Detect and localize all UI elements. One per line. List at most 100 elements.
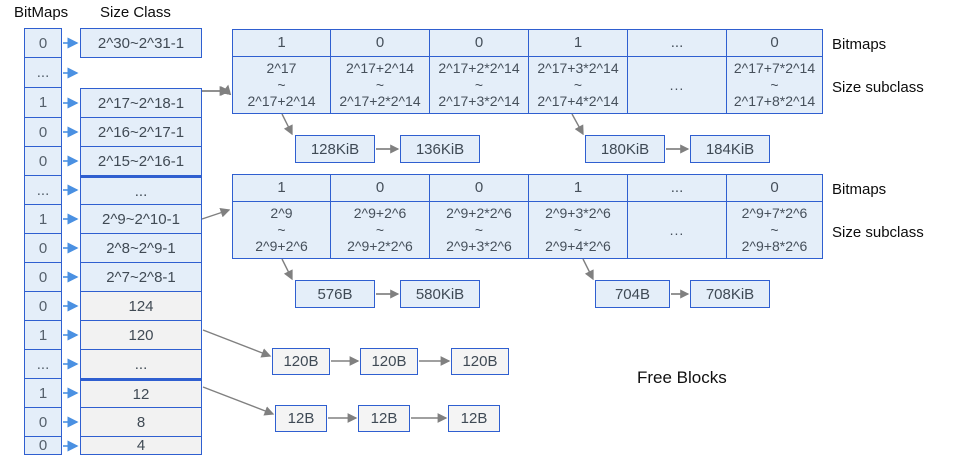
label-subclass-top: Size subclass bbox=[832, 79, 924, 96]
subclass-from: 2^17+7*2^14 bbox=[733, 60, 816, 77]
subclass-from: 2^9 bbox=[270, 205, 293, 222]
free-block-580kib[interactable]: 580KiB bbox=[400, 280, 480, 308]
bitmap-cell-0[interactable]: 0 bbox=[24, 28, 62, 58]
size-class-cell-9[interactable]: 124 bbox=[80, 292, 202, 321]
size-class-cell-13[interactable]: 8 bbox=[80, 408, 202, 437]
bitmap-cell-3[interactable]: 0 bbox=[24, 118, 62, 147]
top-table-bit-4[interactable]: ... bbox=[628, 29, 727, 57]
top-table-bit-2[interactable]: 0 bbox=[430, 29, 529, 57]
bitmap-cell-10[interactable]: 1 bbox=[24, 321, 62, 350]
bitmaps-header: BitMaps bbox=[14, 4, 69, 21]
subclass-to: 2^9+2*2^6 bbox=[347, 238, 413, 255]
free-block-120b-3[interactable]: 120B bbox=[451, 348, 509, 375]
bitmap-cell-11[interactable]: ... bbox=[24, 350, 62, 379]
subclass-from: 2^17 bbox=[266, 60, 297, 77]
free-block-12b-1[interactable]: 12B bbox=[275, 405, 327, 432]
free-block-180kib[interactable]: 180KiB bbox=[585, 135, 665, 163]
bitmap-cell-4[interactable]: 0 bbox=[24, 147, 62, 176]
bottom-table-bit-5[interactable]: 0 bbox=[727, 174, 823, 202]
bitmap-cell-8[interactable]: 0 bbox=[24, 263, 62, 292]
top-table-subclass-3[interactable]: 2^17+3*2^14 ~ 2^17+4*2^14 bbox=[529, 57, 628, 114]
size-class-cell-7[interactable]: 2^8~2^9-1 bbox=[80, 234, 202, 263]
free-block-120b-1[interactable]: 120B bbox=[272, 348, 330, 375]
top-table-bit-0[interactable]: 1 bbox=[232, 29, 331, 57]
subclass-sep: ~ bbox=[770, 221, 779, 238]
bitmap-cell-1[interactable]: ... bbox=[24, 58, 62, 88]
free-block-136kib[interactable]: 136KiB bbox=[400, 135, 480, 163]
size-class-header: Size Class bbox=[100, 4, 171, 21]
size-class-cell-4[interactable]: 2^15~2^16-1 bbox=[80, 147, 202, 176]
size-class-cell-12[interactable]: 12 bbox=[80, 379, 202, 408]
subclass-sep: ... bbox=[669, 76, 685, 93]
size-class-cell-0[interactable]: 2^30~2^31-1 bbox=[80, 28, 202, 58]
subclass-to: 2^9+3*2^6 bbox=[446, 238, 512, 255]
subclass-from: 2^9+7*2^6 bbox=[741, 205, 808, 222]
bottom-table-bit-0[interactable]: 1 bbox=[232, 174, 331, 202]
arrow-subclass0-to-128kib bbox=[281, 113, 293, 136]
arrow-sizeclass-12-to-chain bbox=[202, 386, 275, 416]
size-class-cell-8[interactable]: 2^7~2^8-1 bbox=[80, 263, 202, 292]
top-table-subclass-1[interactable]: 2^17+2^14 ~ 2^17+2*2^14 bbox=[331, 57, 430, 114]
free-blocks-label: Free Blocks bbox=[637, 368, 727, 387]
bottom-table-subclass-4[interactable]: ... bbox=[628, 202, 727, 259]
top-table-bit-5[interactable]: 0 bbox=[727, 29, 823, 57]
subclass-sep: ~ bbox=[474, 76, 484, 93]
free-block-12b-2[interactable]: 12B bbox=[358, 405, 410, 432]
top-table-bit-1[interactable]: 0 bbox=[331, 29, 430, 57]
subclass-to: 2^9+4*2^6 bbox=[545, 238, 611, 255]
bottom-table-bit-4[interactable]: ... bbox=[628, 174, 727, 202]
label-bitmaps-top: Bitmaps bbox=[832, 36, 887, 53]
bottom-table-bit-2[interactable]: 0 bbox=[430, 174, 529, 202]
free-block-120b-2[interactable]: 120B bbox=[360, 348, 418, 375]
top-table-subclass-2[interactable]: 2^17+2*2^14 ~ 2^17+3*2^14 bbox=[430, 57, 529, 114]
subclass-to: 2^9+2^6 bbox=[255, 238, 308, 255]
bitmap-cell-5[interactable]: ... bbox=[24, 176, 62, 205]
subclass-sep: ~ bbox=[770, 76, 779, 93]
bottom-table-subclass-1[interactable]: 2^9+2^6 ~ 2^9+2*2^6 bbox=[331, 202, 430, 259]
free-block-12b-3[interactable]: 12B bbox=[448, 405, 500, 432]
bitmap-cell-13[interactable]: 0 bbox=[24, 408, 62, 437]
free-block-704b[interactable]: 704B bbox=[595, 280, 670, 308]
size-class-cell-14[interactable]: 4 bbox=[80, 437, 202, 455]
free-block-576b[interactable]: 576B bbox=[295, 280, 375, 308]
size-class-cell-10[interactable]: 120 bbox=[80, 321, 202, 350]
bottom-table-bit-1[interactable]: 0 bbox=[331, 174, 430, 202]
subclass-sep: ~ bbox=[573, 76, 583, 93]
subclass-from: 2^17+2^14 bbox=[345, 60, 415, 77]
top-table-subclass-5[interactable]: 2^17+7*2^14 ~ 2^17+8*2^14 bbox=[727, 57, 823, 114]
top-table-bit-3[interactable]: 1 bbox=[529, 29, 628, 57]
subclass-from: 2^9+2*2^6 bbox=[446, 205, 512, 222]
arrow-subclass3-to-704b bbox=[582, 258, 594, 281]
bitmap-cell-2[interactable]: 1 bbox=[24, 88, 62, 118]
size-class-cell-3[interactable]: 2^16~2^17-1 bbox=[80, 118, 202, 147]
size-class-cell-5[interactable]: ... bbox=[80, 176, 202, 205]
bitmap-cell-7[interactable]: 0 bbox=[24, 234, 62, 263]
arrow-sizeclass-120-to-chain bbox=[202, 329, 272, 358]
bitmap-cell-9[interactable]: 0 bbox=[24, 292, 62, 321]
subclass-from: 2^17+2*2^14 bbox=[438, 60, 520, 77]
size-class-cell-11[interactable]: ... bbox=[80, 350, 202, 379]
bottom-table-subclass-0[interactable]: 2^9 ~ 2^9+2^6 bbox=[232, 202, 331, 259]
bottom-table-bit-3[interactable]: 1 bbox=[529, 174, 628, 202]
subclass-sep: ~ bbox=[277, 221, 286, 238]
free-block-708kib[interactable]: 708KiB bbox=[690, 280, 770, 308]
bottom-table-subclass-2[interactable]: 2^9+2*2^6 ~ 2^9+3*2^6 bbox=[430, 202, 529, 259]
top-table-subclass-4[interactable]: ... bbox=[628, 57, 727, 114]
subclass-sep: ~ bbox=[573, 221, 583, 238]
bitmap-cell-14[interactable]: 0 bbox=[24, 437, 62, 455]
bottom-table-subclass-5[interactable]: 2^9+7*2^6 ~ 2^9+8*2^6 bbox=[727, 202, 823, 259]
bitmap-cell-12[interactable]: 1 bbox=[24, 379, 62, 408]
size-class-cell-6[interactable]: 2^9~2^10-1 bbox=[80, 205, 202, 234]
subclass-from: 2^17+3*2^14 bbox=[537, 60, 619, 77]
subclass-from: 2^9+2^6 bbox=[353, 205, 407, 222]
subclass-sep: ~ bbox=[375, 221, 385, 238]
top-table-subclass-0[interactable]: 2^17 ~ 2^17+2^14 bbox=[232, 57, 331, 114]
bottom-table-subclass-3[interactable]: 2^9+3*2^6 ~ 2^9+4*2^6 bbox=[529, 202, 628, 259]
subclass-from: 2^9+3*2^6 bbox=[545, 205, 611, 222]
bitmap-cell-6[interactable]: 1 bbox=[24, 205, 62, 234]
free-block-184kib[interactable]: 184KiB bbox=[690, 135, 770, 163]
subclass-sep: ... bbox=[669, 221, 685, 238]
size-class-cell-2[interactable]: 2^17~2^18-1 bbox=[80, 88, 202, 118]
free-block-128kib[interactable]: 128KiB bbox=[295, 135, 375, 163]
